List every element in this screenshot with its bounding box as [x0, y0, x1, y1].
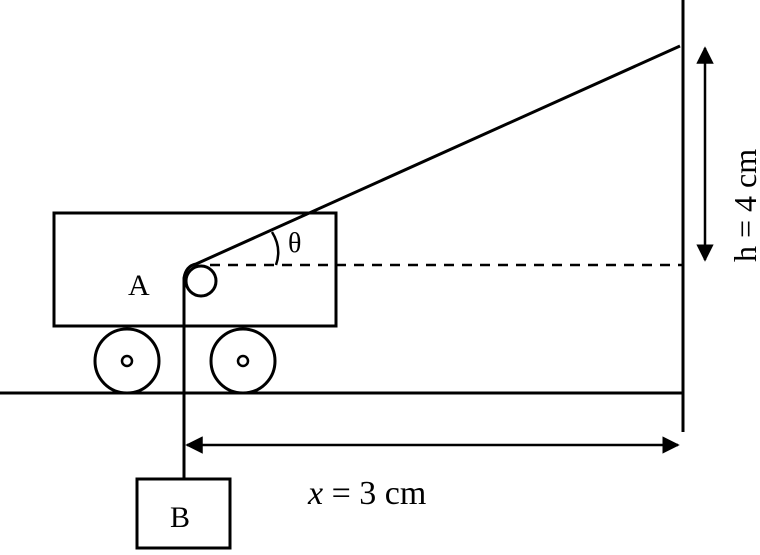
- label-h: h = 4 cm: [727, 149, 760, 262]
- label-b: B: [170, 501, 190, 534]
- label-x: x = 3 cm: [307, 475, 426, 512]
- pulley-a: [184, 264, 218, 298]
- rope: [182, 44, 681, 478]
- angle-arc: [270, 231, 280, 266]
- label-theta: θ: [288, 228, 301, 259]
- label-a: A: [128, 269, 150, 302]
- block-b: [135, 477, 232, 550]
- cart-body: [52, 211, 338, 328]
- wheel-left-axle: [120, 354, 134, 368]
- wheel-right-axle: [236, 354, 250, 368]
- wheel-left: [93, 327, 161, 395]
- wheel-right: [209, 327, 277, 395]
